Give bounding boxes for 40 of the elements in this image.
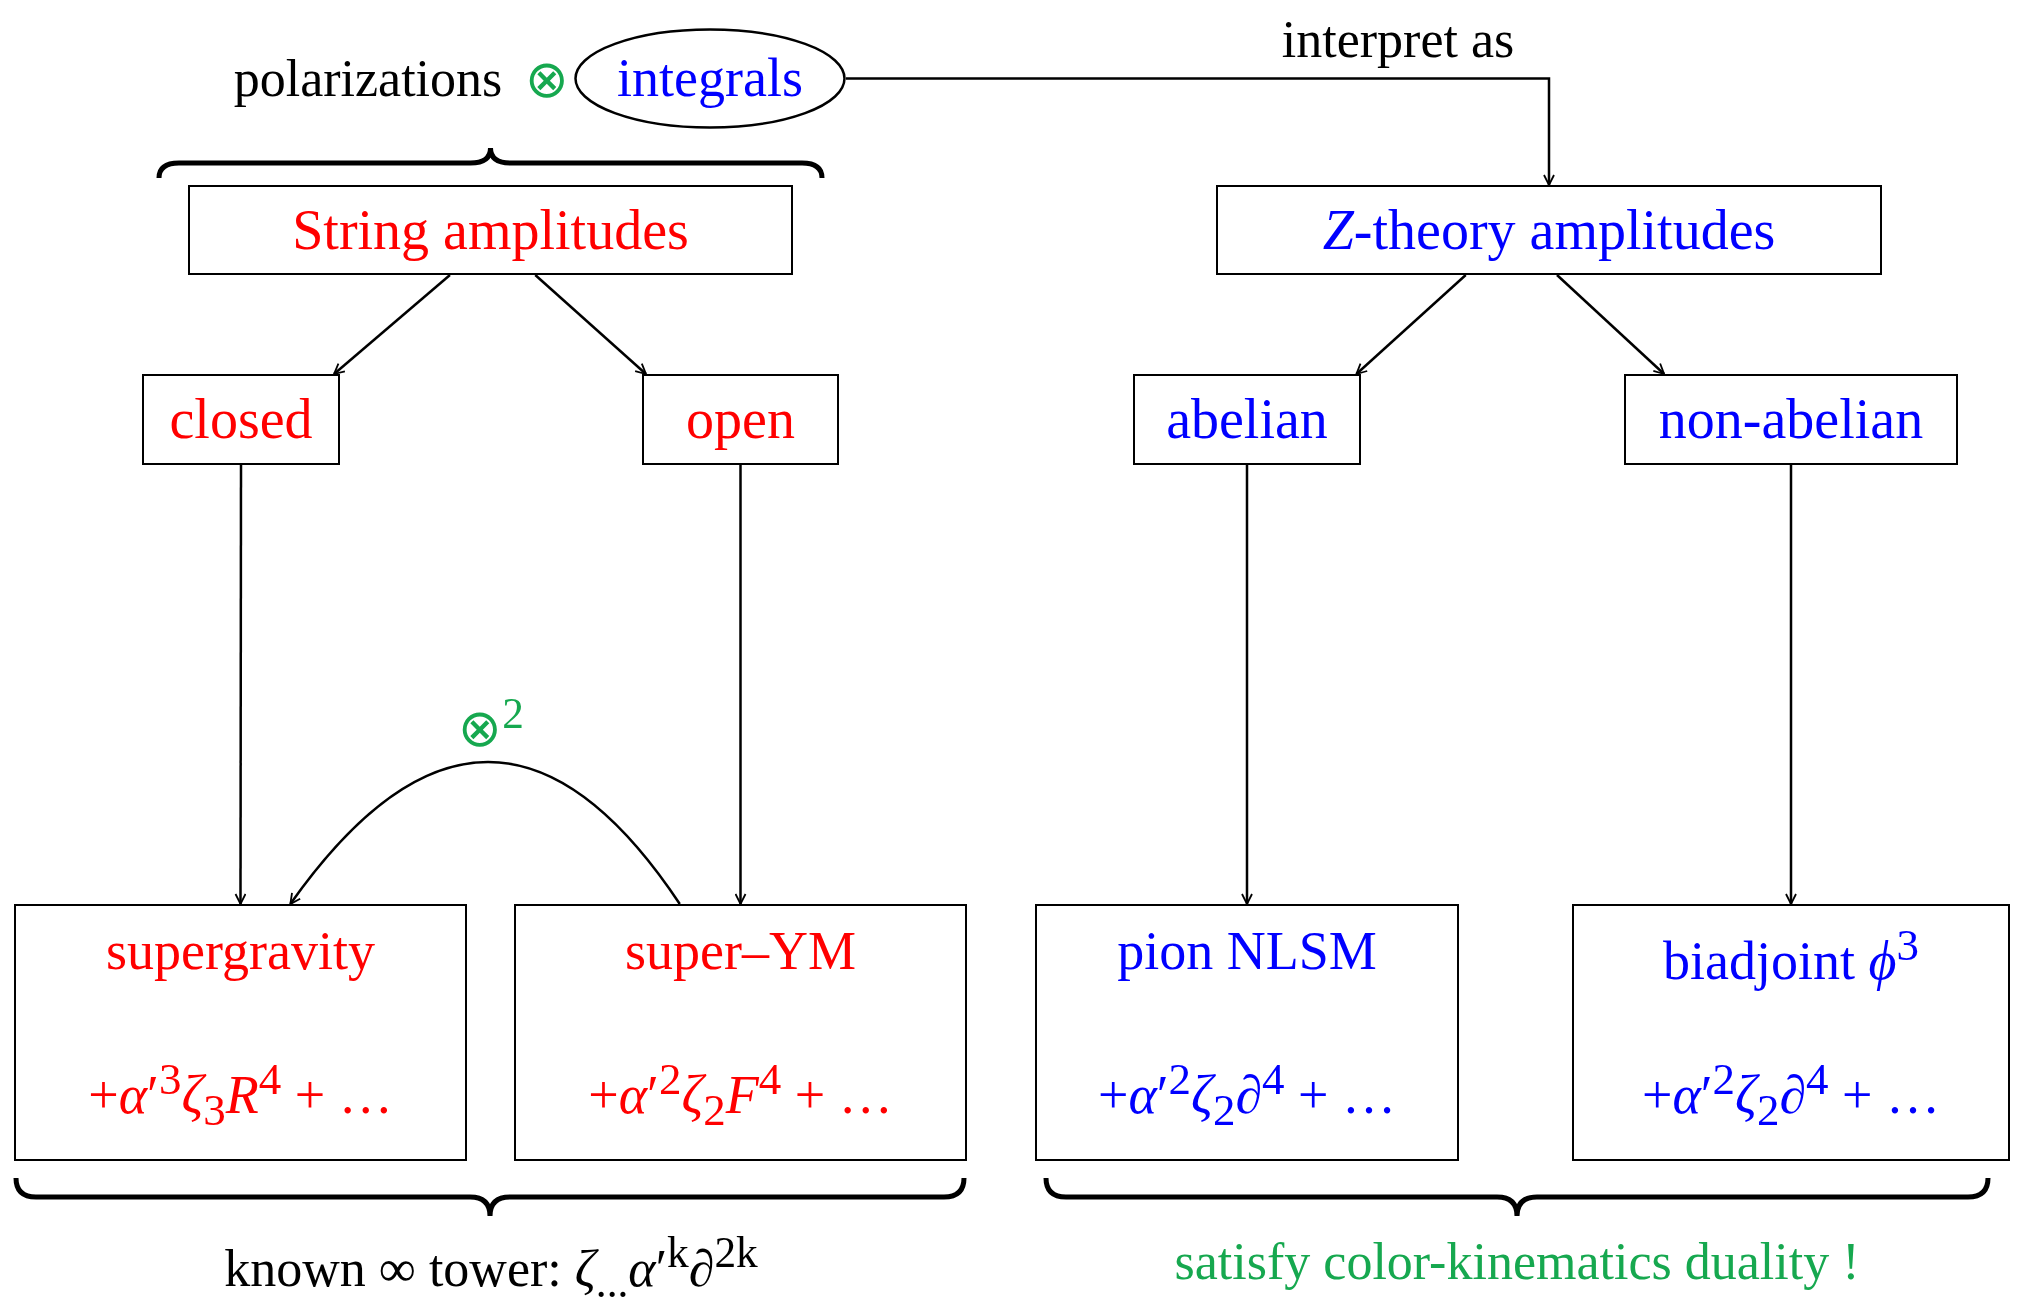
box-node bbox=[188, 185, 793, 275]
arrow bbox=[333, 274, 451, 375]
tensor-product-symbol: ⊗ bbox=[524, 50, 570, 110]
arrow bbox=[734, 465, 747, 905]
node-title: abelian bbox=[1166, 387, 1328, 452]
arrow bbox=[534, 274, 647, 375]
annotation-text: polarizations bbox=[232, 49, 504, 109]
box-node bbox=[1624, 374, 1958, 465]
formula-text: +α′$^{2}$ζ$_{2}$∂$^{4}$ + … bbox=[1097, 1054, 1397, 1137]
box-node bbox=[1572, 904, 2010, 1161]
arrow bbox=[846, 77, 1555, 186]
node-title: non-abelian bbox=[1658, 387, 1924, 452]
arrow bbox=[234, 465, 247, 905]
box-node bbox=[1216, 185, 1882, 275]
arrow bbox=[1556, 274, 1665, 375]
node-title: String amplitudes bbox=[292, 197, 689, 263]
annotation-text: satisfy color-kinematics duality ! bbox=[1173, 1232, 1861, 1292]
arrow bbox=[1785, 465, 1797, 905]
arrow bbox=[289, 760, 681, 905]
node-title: Z-theory amplitudes bbox=[1322, 197, 1776, 263]
box-node bbox=[1035, 904, 1459, 1161]
arrow bbox=[1241, 465, 1253, 905]
formula-text: +α′$^{2}$ζ$_{2}$F$^{4}$ + … bbox=[588, 1054, 893, 1137]
box-node bbox=[1133, 374, 1361, 465]
node-title: integrals bbox=[617, 47, 803, 110]
ellipse-node bbox=[574, 28, 846, 129]
box-node bbox=[642, 374, 839, 465]
formula-text: +α′$^{3}$ζ$_{3}$R$^{4}$ + … bbox=[88, 1054, 393, 1137]
node-title: pion NLSM bbox=[1117, 920, 1377, 983]
annotation-text: known ∞ tower: ζ$_{...}$α′$^{k}$∂$^{2k}$ bbox=[223, 1228, 759, 1302]
formula-text: +α′$^{2}$ζ$_{2}$∂$^{4}$ + … bbox=[1641, 1054, 1941, 1137]
box-node bbox=[514, 904, 967, 1161]
arrow bbox=[1355, 274, 1467, 375]
node-title: closed bbox=[169, 387, 313, 452]
box-node bbox=[14, 904, 467, 1161]
node-title: biadjoint ϕ$^{3}$ bbox=[1663, 920, 1919, 993]
node-title: open bbox=[686, 387, 795, 452]
node-title: super–YM bbox=[625, 920, 856, 983]
box-node bbox=[142, 374, 340, 465]
node-title: supergravity bbox=[106, 920, 375, 983]
